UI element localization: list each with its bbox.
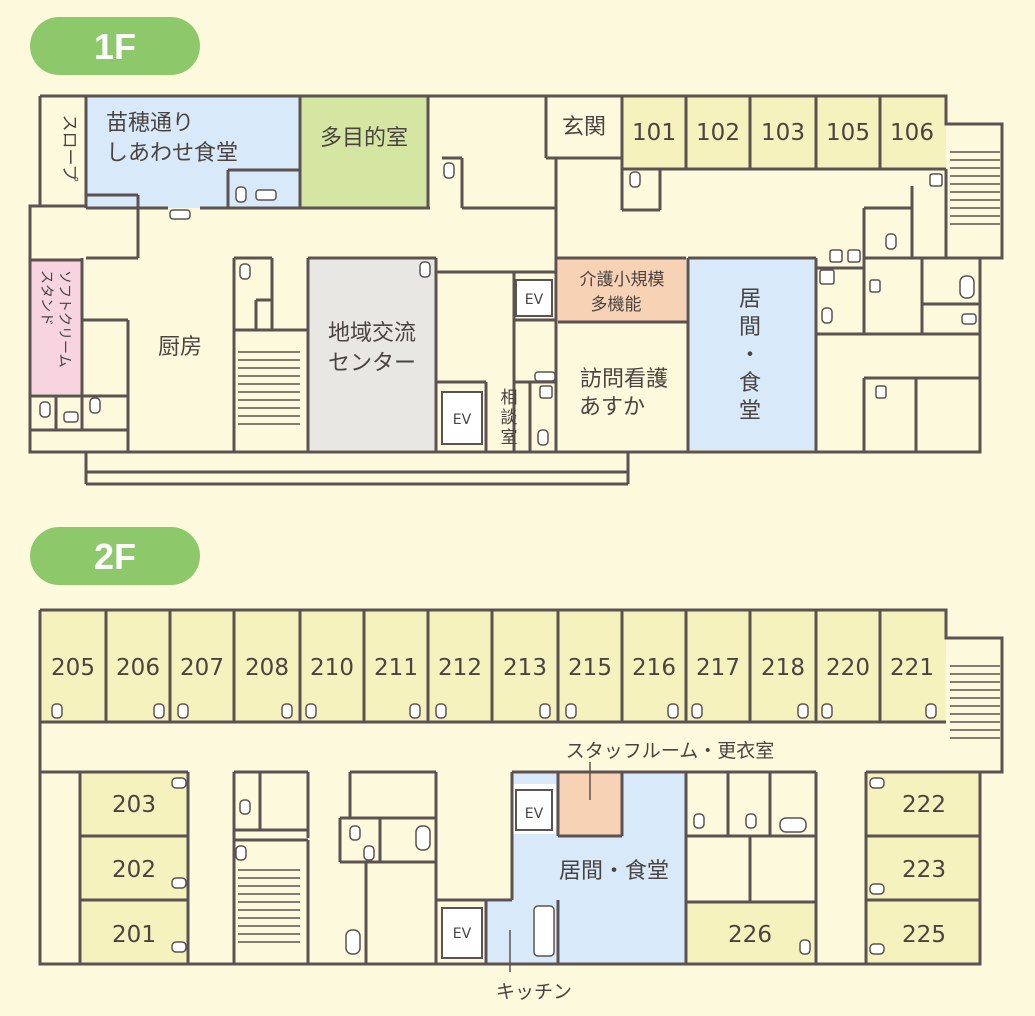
ev-1f-b-label: EV: [525, 292, 544, 308]
multipurpose-room-fill: [300, 96, 428, 208]
stairs-2f-right: [950, 665, 1000, 739]
room-label-213: 213: [503, 655, 547, 681]
consult-label-2: 談: [501, 408, 518, 428]
kaigo-label-line1: 介護小規模: [580, 270, 665, 290]
entrance-label: 玄関: [562, 115, 606, 140]
room-label-210: 210: [310, 655, 354, 681]
kaigo-label-line2: 多機能: [591, 295, 642, 315]
fixtures-2f: [51, 703, 937, 957]
room-103-label: 103: [761, 120, 805, 146]
floor-1: 1F: [28, 17, 1004, 486]
svg-text:スロープ: スロープ: [59, 115, 79, 182]
softcream-stand-fill: [31, 260, 81, 394]
multipurpose-label: 多目的室: [320, 126, 408, 151]
ev-box-2f-b: [515, 789, 553, 831]
room-102-label: 102: [696, 120, 740, 146]
left-rooms-fill: [80, 772, 188, 964]
dining-label-line2: しあわせ食堂: [106, 141, 238, 166]
floor-2: 2F: [30, 527, 1004, 1003]
staff-room-label: スタッフルーム・更衣室: [566, 740, 774, 762]
fixtures-1f: [39, 162, 977, 446]
room-label-217: 217: [696, 655, 740, 681]
right-rooms-fill: [866, 772, 980, 964]
living-1f-label-3: ・: [739, 343, 761, 368]
room-label-205: 205: [51, 655, 95, 681]
floor-1-badge: [30, 17, 200, 75]
room-226-fill: [688, 902, 816, 964]
softcream-label-line1: ソフトクリーム: [56, 270, 72, 368]
room-label-216: 216: [632, 655, 676, 681]
living-1f-label-1: 居: [739, 287, 761, 312]
room-106-label: 106: [890, 120, 934, 146]
floor-2-walls: [38, 608, 1004, 966]
ev-box-1f-b: [515, 279, 553, 317]
consult-label-1: 相: [501, 388, 518, 408]
room-label-211: 211: [374, 655, 418, 681]
floor-2-label: 2F: [94, 536, 136, 577]
community-center-fill: [308, 258, 436, 450]
slope-label: スロープ: [59, 115, 79, 182]
consult-label-3: 室: [501, 428, 518, 448]
room-label-202: 202: [112, 857, 156, 883]
ev-2f-a-label: EV: [453, 926, 472, 942]
floor-1-label: 1F: [94, 26, 136, 67]
room-label-207: 207: [180, 655, 224, 681]
room-105-label: 105: [826, 120, 870, 146]
living-1f-label-4: 食: [739, 371, 761, 396]
room-label-212: 212: [438, 655, 482, 681]
room-label-215: 215: [568, 655, 612, 681]
stairs-1f-left: [238, 351, 300, 425]
top-room-partitions: [104, 610, 882, 722]
room-label-220: 220: [826, 655, 870, 681]
stairs-1f-right: [950, 151, 1000, 225]
living-2f-label: 居間・食堂: [559, 859, 669, 884]
ev-box-1f-a: [441, 391, 483, 445]
room-label-223: 223: [902, 857, 946, 883]
floor-1-walls: [28, 94, 1004, 486]
softcream-label-line2: スタンド: [38, 270, 54, 326]
living-dining-1f-fill: [688, 258, 816, 450]
kitchen-1f-label: 厨房: [158, 335, 202, 360]
floor-2-badge: [30, 527, 200, 585]
top-room-labels: 205 206 207 208 210 211 212 213 215 216 …: [51, 655, 934, 681]
ev-2f-b-label: EV: [525, 806, 544, 822]
houmon-label-line2: あすか: [579, 395, 645, 420]
community-label-line2: センター: [328, 351, 416, 376]
stairs-2f-left: [238, 869, 300, 943]
room-label-201: 201: [112, 922, 156, 948]
room-label-206: 206: [116, 655, 160, 681]
houmon-label-line1: 訪問看護: [580, 367, 668, 392]
room-label-203: 203: [112, 792, 156, 818]
kaigo-fill: [558, 258, 686, 322]
room-label-226: 226: [728, 922, 772, 948]
living-1f-label-2: 間: [739, 315, 761, 340]
room-label-218: 218: [761, 655, 805, 681]
living-1f-label-5: 堂: [739, 399, 761, 424]
kitchen-2f-label: キッチン: [496, 981, 572, 1003]
community-label-line1: 地域交流: [328, 321, 416, 346]
ev-1f-a-label: EV: [453, 412, 472, 428]
room-101-label: 101: [632, 120, 676, 146]
room-label-208: 208: [245, 655, 289, 681]
room-label-222: 222: [902, 792, 946, 818]
dining-label-line1: 苗穂通り: [106, 111, 194, 136]
room-label-221: 221: [890, 655, 934, 681]
room-label-225: 225: [902, 922, 946, 948]
ev-box-2f-a: [441, 907, 483, 959]
rooms-101-106-fill: [622, 96, 946, 169]
